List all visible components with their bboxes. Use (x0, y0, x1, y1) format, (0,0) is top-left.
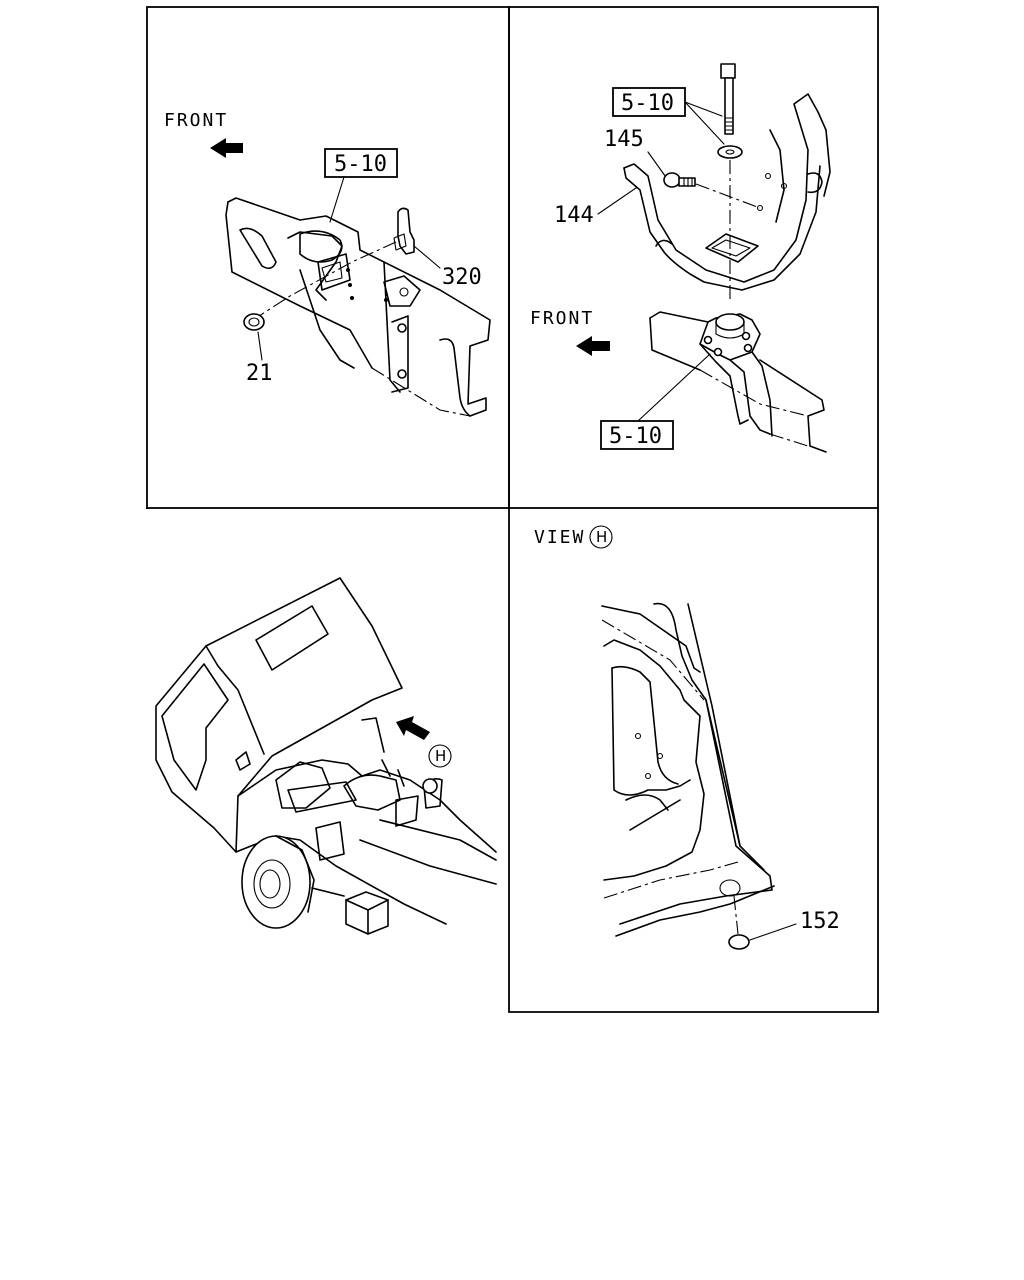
callout-ref-bottom: 5-10 (609, 424, 662, 449)
cab-mount-bracket (623, 93, 831, 291)
front-label: FRONT (530, 308, 594, 329)
truck-overview (155, 577, 497, 935)
clip-part (255, 207, 415, 319)
frame-top-right (508, 6, 879, 509)
part-number-320: 320 (442, 265, 482, 290)
part-number-144: 144 (554, 203, 594, 228)
part-number-152: 152 (800, 909, 840, 934)
nut-part (243, 313, 265, 331)
panel-bottom-left: H (155, 577, 497, 935)
callout-box (324, 148, 398, 178)
panel-frames (146, 6, 879, 1013)
frame-rail-lower-mount (649, 311, 827, 453)
front-label: FRONT (164, 110, 228, 131)
frame-top-left (146, 6, 510, 509)
frame-rail-mount (225, 197, 491, 417)
view-marker-circle (428, 744, 452, 768)
screw-part (663, 172, 696, 188)
plug-part (728, 934, 750, 950)
bolt-part (717, 63, 743, 159)
part-number-145: 145 (604, 127, 644, 152)
view-direction-arrow-icon (396, 716, 430, 740)
frame-bottom-right (508, 508, 879, 1013)
view-marker: H (596, 528, 607, 546)
view-marker: H (435, 747, 446, 765)
callout-ref-top: 5-10 (621, 91, 674, 116)
part-number-21: 21 (246, 361, 273, 386)
callout-box-bottom (600, 420, 674, 450)
callout-ref: 5-10 (334, 152, 387, 177)
front-arrow-icon (576, 336, 610, 356)
view-marker-circle (589, 525, 613, 549)
panel-top-left: FRONT 5-10 (164, 110, 491, 417)
panel-top-right: 5-10 145 144 (530, 63, 831, 453)
view-label: VIEW (534, 527, 585, 548)
cab-floor-detail (601, 602, 775, 937)
panel-bottom-right: VIEW H 152 (534, 525, 840, 950)
front-arrow-icon (210, 138, 243, 158)
